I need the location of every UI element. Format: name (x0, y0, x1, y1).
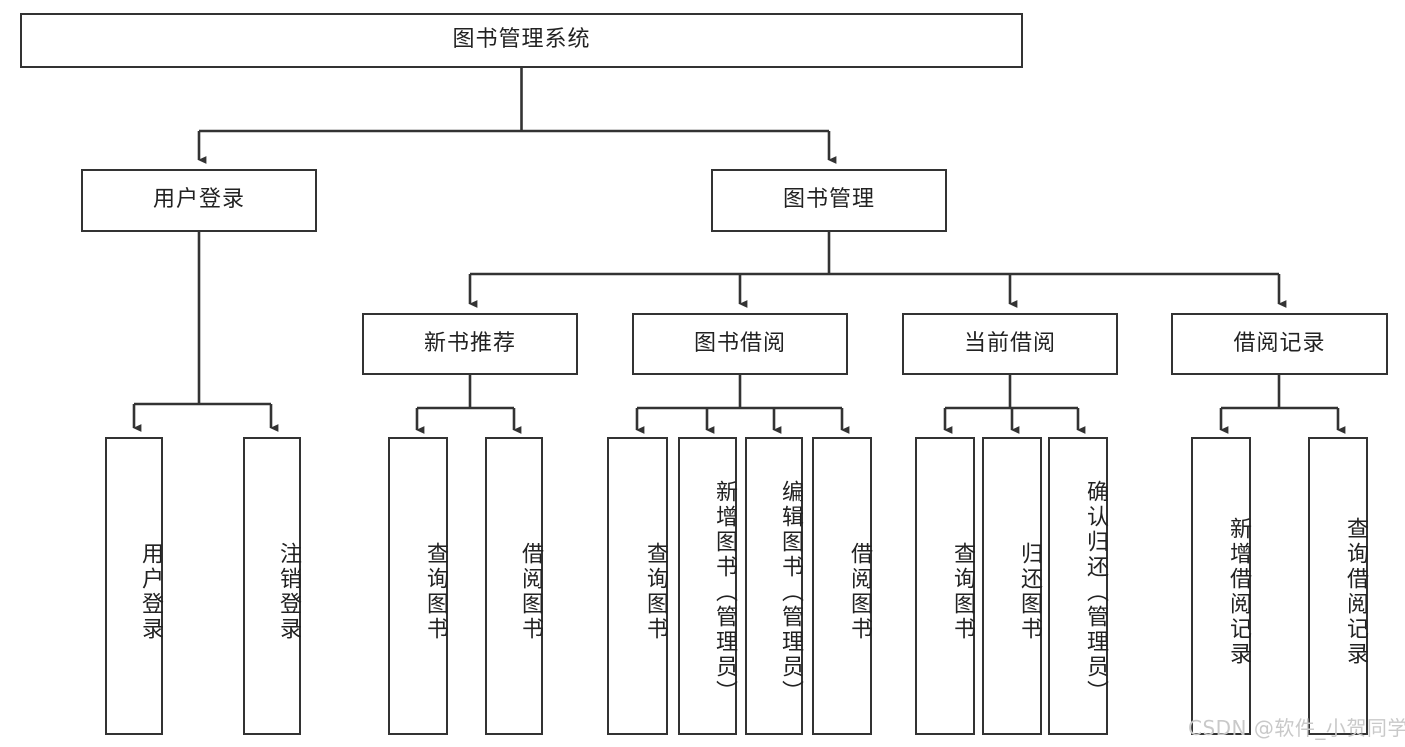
node-label: 图书借阅 (693, 330, 786, 356)
node-label: 新增借阅记录 (1226, 517, 1251, 667)
node-label: 注销登录 (276, 542, 301, 642)
node-level3-borrow-record[interactable]: 借阅记录 (1171, 313, 1388, 375)
node-label: 图书管理 (782, 187, 875, 213)
leaf-return-book[interactable]: 归还图书 (982, 437, 1042, 735)
leaf-query-borrow-record[interactable]: 查询借阅记录 (1308, 437, 1368, 735)
leaf-logout[interactable]: 注销登录 (243, 437, 301, 735)
node-root[interactable]: 图书管理系统 (20, 13, 1023, 68)
node-label: 新增图书（管理员） (712, 479, 737, 705)
node-label: 当前借阅 (963, 330, 1056, 356)
node-level3-new-book-recommend[interactable]: 新书推荐 (362, 313, 578, 375)
leaf-edit-book-admin[interactable]: 编辑图书（管理员） (745, 437, 803, 735)
leaf-add-borrow-record[interactable]: 新增借阅记录 (1191, 437, 1251, 735)
leaf-user-login[interactable]: 用户登录 (105, 437, 163, 735)
node-level3-book-borrow[interactable]: 图书借阅 (632, 313, 848, 375)
node-label: 查询借阅记录 (1343, 517, 1368, 667)
node-label: 用户登录 (138, 542, 163, 642)
node-label: 查询图书 (950, 542, 975, 642)
node-label: 编辑图书（管理员） (778, 479, 803, 705)
node-label: 借阅记录 (1233, 330, 1326, 356)
leaf-add-book-admin[interactable]: 新增图书（管理员） (678, 437, 737, 735)
node-label: 新书推荐 (423, 330, 516, 356)
watermark-csdn: CSDN @软件_小贺同学 (1188, 716, 1405, 740)
node-label: 归还图书 (1017, 542, 1042, 642)
node-label: 确认归还（管理员） (1083, 479, 1108, 705)
node-label: 借阅图书 (518, 542, 543, 642)
node-label: 图书管理系统 (452, 27, 591, 53)
node-level2-book-management[interactable]: 图书管理 (711, 169, 947, 232)
leaf-query-book-current[interactable]: 查询图书 (915, 437, 975, 735)
node-level2-user-login[interactable]: 用户登录 (81, 169, 317, 232)
leaf-confirm-return-admin[interactable]: 确认归还（管理员） (1048, 437, 1108, 735)
leaf-borrow-book[interactable]: 借阅图书 (812, 437, 872, 735)
node-label: 用户登录 (152, 187, 245, 213)
leaf-borrow-book-recommend[interactable]: 借阅图书 (485, 437, 543, 735)
leaf-query-book-borrow[interactable]: 查询图书 (607, 437, 668, 735)
leaf-query-book-recommend[interactable]: 查询图书 (388, 437, 448, 735)
node-level3-current-borrow[interactable]: 当前借阅 (902, 313, 1118, 375)
node-label: 查询图书 (423, 542, 448, 642)
node-label: 借阅图书 (847, 542, 872, 642)
node-label: 查询图书 (643, 542, 668, 642)
